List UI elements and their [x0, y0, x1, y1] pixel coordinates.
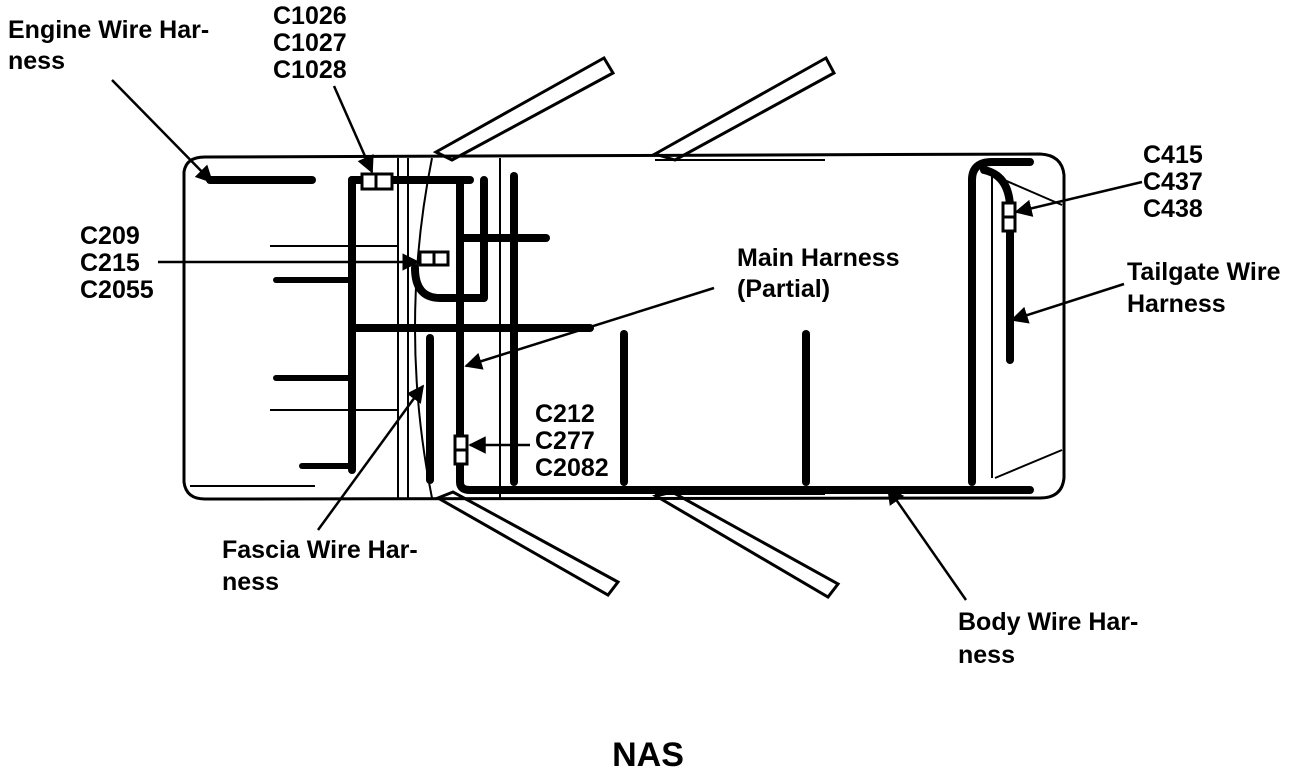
connector-c437 [1001, 215, 1017, 233]
front-left-door [432, 55, 616, 162]
leader-fascia-harness [316, 384, 425, 531]
vehicle-doors [432, 55, 841, 599]
harness-wires [190, 158, 1034, 494]
leader-engine-harness [111, 79, 214, 184]
body-harness-label: Body Wire Har- ness [958, 608, 1145, 669]
leader-body-harness [886, 486, 968, 601]
connectors-rear-label: C415 C437 C438 [1143, 141, 1210, 223]
leader-connectors-rear [1014, 180, 1143, 217]
fascia-harness-label: Fascia Wire Har- ness [222, 536, 425, 596]
connector-c1027 [374, 172, 394, 191]
connectors [360, 172, 1017, 466]
leader-tailgate-harness [1010, 282, 1125, 324]
engine-harness-label: Engine Wire Har- ness [8, 16, 216, 75]
connectors-mid-label: C212 C277 C2082 [535, 400, 609, 482]
front-right-door [434, 490, 621, 597]
connector-c277 [453, 448, 469, 466]
leader-lines [111, 79, 1143, 601]
main-harness-label: Main Harness (Partial) [737, 244, 907, 303]
tailgate-harness-label: Tailgate Wire Harness [1127, 258, 1287, 318]
connectors-left-label: C209 C215 C2055 [80, 222, 154, 304]
connector-c415 [1001, 201, 1017, 219]
diagram-caption: NAS [612, 736, 684, 774]
leader-connectors-top [332, 85, 374, 174]
connector-c215 [432, 250, 450, 267]
connector-c212 [453, 434, 469, 452]
rear-left-door [651, 55, 837, 162]
connectors-top-label: C1026 C1027 C1028 [273, 2, 354, 84]
connector-c209 [418, 250, 436, 267]
rear-right-door [652, 490, 841, 599]
labels: Engine Wire Har- ness C1026 C1027 C1028 … [8, 2, 1287, 774]
leader-main-harness [464, 286, 715, 370]
